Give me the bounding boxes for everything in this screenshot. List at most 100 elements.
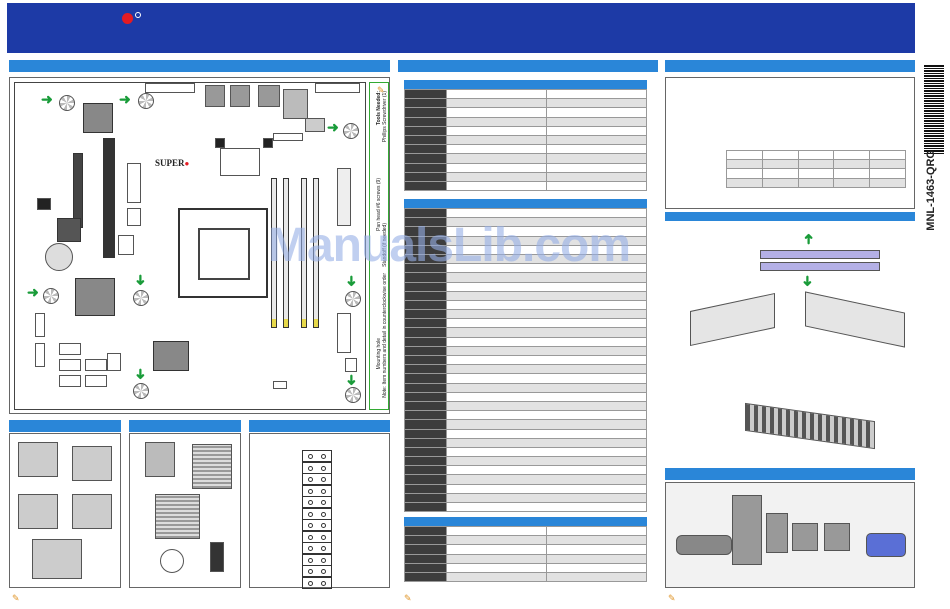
dimm-slot-illustration (760, 262, 880, 271)
table-cell (404, 144, 447, 155)
com-port (676, 535, 732, 555)
jumper-block (220, 148, 260, 176)
fan-header (263, 138, 273, 148)
usb-port-stack (258, 85, 280, 107)
table-cell (404, 327, 447, 338)
table-cell (761, 168, 799, 179)
table-cell (446, 553, 547, 564)
table-cell (446, 492, 647, 504)
heatsink-illustration (155, 494, 200, 539)
pin-icon (308, 557, 313, 563)
pin-icon (308, 580, 313, 586)
table-cell (404, 492, 447, 504)
table-cell (404, 571, 447, 583)
table-cell (446, 235, 647, 246)
table-cell (404, 162, 447, 173)
battery-holder (37, 198, 51, 210)
pin-pair (302, 565, 332, 577)
header-block (107, 353, 121, 371)
table-row (404, 107, 647, 118)
table-cell (833, 159, 871, 170)
section-header-layout (9, 60, 390, 72)
table-cell (404, 263, 447, 274)
table-row (404, 263, 647, 274)
table-cell (546, 162, 647, 173)
io-panel (665, 482, 915, 588)
notes-screwdriver: Phillips Screwdriver (1) (382, 91, 388, 143)
table-cell (546, 107, 647, 118)
note-pencil-icon: ✎ (668, 593, 676, 603)
mounting-hole-icon (138, 93, 154, 109)
table-cell (869, 149, 906, 161)
table-cell (404, 299, 447, 311)
cmos-battery (45, 243, 73, 271)
header-block (305, 118, 325, 132)
pin-icon (308, 454, 313, 459)
memory-support-panel (665, 77, 915, 209)
table-row (726, 168, 906, 179)
socket-illustration (18, 494, 58, 529)
table-cell (726, 149, 763, 161)
table-row (404, 419, 647, 430)
table-cell (869, 177, 906, 188)
table-cell (546, 88, 647, 100)
table-row (404, 272, 647, 283)
arrow-icon: ➜ (119, 91, 131, 107)
table-cell (797, 168, 835, 179)
board-outline: ➜ ➜ ➜ SUPER● (14, 82, 366, 410)
table-cell (404, 553, 447, 564)
dimm-slot-b2 (313, 178, 319, 328)
table-cell (404, 354, 447, 366)
note-pencil-icon: ✎ (12, 593, 20, 603)
pin-pair (302, 461, 332, 474)
pin-icon (308, 569, 313, 574)
table-row (404, 217, 647, 228)
lan-port (792, 523, 818, 551)
arrow-up-icon: ➜ (799, 233, 816, 245)
arrow-icon: ➜ (27, 284, 39, 300)
pin-icon (308, 546, 313, 551)
table-row (726, 159, 906, 170)
cpu-socket (178, 208, 268, 298)
lan-port-2 (230, 85, 250, 107)
table-cell (404, 272, 447, 283)
table-row (404, 318, 647, 329)
arrow-icon: ➜ (132, 368, 149, 380)
pin-icon (321, 580, 326, 586)
pch-chip (75, 278, 115, 316)
pin-pair (302, 496, 332, 508)
sata-port (59, 343, 81, 355)
table-cell (404, 153, 447, 164)
table-row (404, 553, 647, 564)
table-row (404, 98, 647, 109)
pin-icon (321, 511, 326, 517)
header-block (118, 235, 134, 255)
table-cell (404, 116, 447, 127)
table-cell (404, 235, 447, 246)
brand-text: SUPER (155, 158, 185, 168)
table-cell (446, 354, 647, 366)
table-row (404, 535, 647, 546)
table-cell (446, 244, 647, 255)
table-header-jumpers (404, 80, 647, 89)
table-cell (446, 88, 547, 100)
pin-icon (321, 546, 326, 551)
chipset (153, 341, 189, 371)
section-header-io-ports (665, 468, 915, 480)
title-banner (7, 3, 915, 53)
pin-icon (308, 534, 313, 540)
table-cell (404, 253, 447, 265)
table-cell (446, 456, 647, 467)
table-cell (404, 501, 447, 513)
table-row (404, 171, 647, 182)
table-cell (404, 373, 447, 384)
table-row (404, 134, 647, 146)
table-row (404, 562, 647, 573)
table-cell (726, 168, 763, 179)
table-row (404, 474, 647, 485)
pin-icon (321, 557, 326, 563)
usb-header (35, 343, 45, 367)
table-cell (726, 159, 763, 170)
table-row (726, 149, 906, 161)
dimm-slot-b1 (301, 178, 307, 328)
